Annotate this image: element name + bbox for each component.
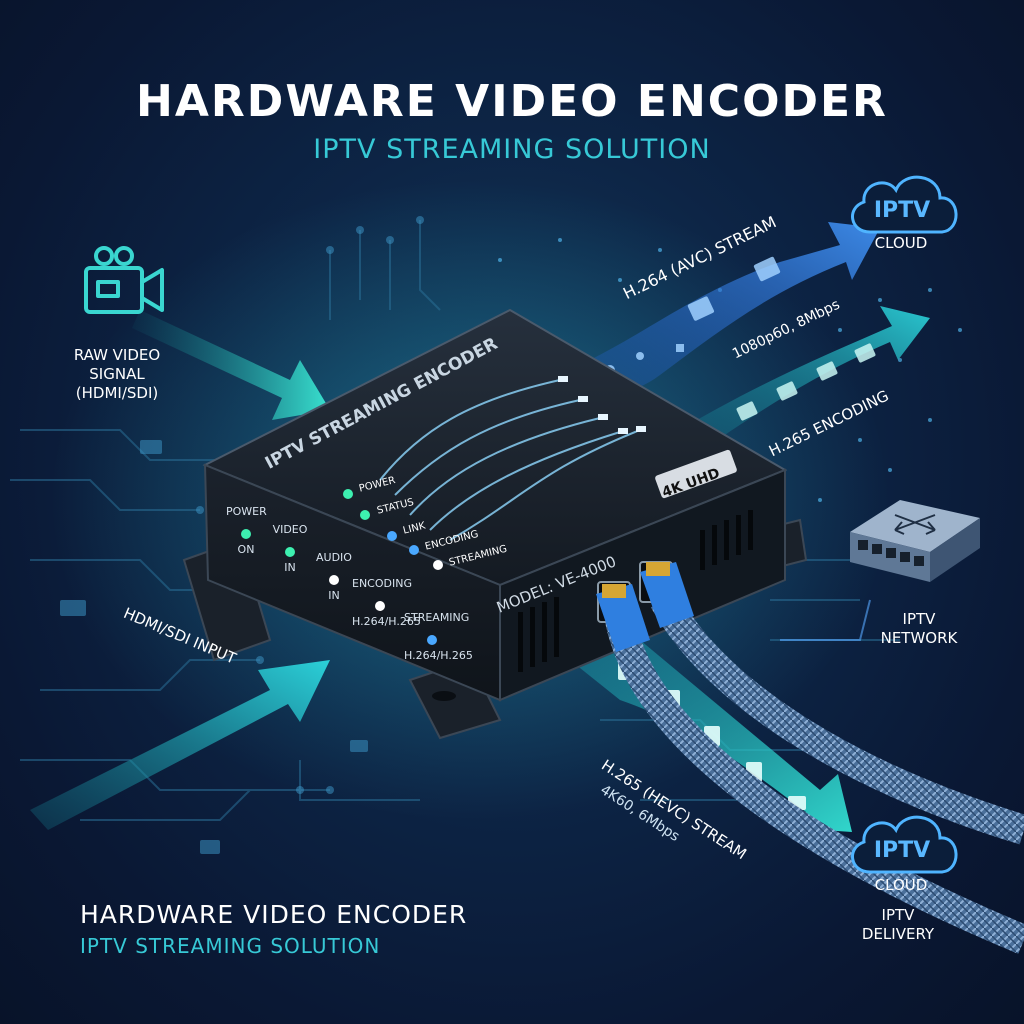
circuit-nodes bbox=[60, 216, 824, 854]
cloud-bottom-label: CLOUD bbox=[874, 876, 928, 894]
cloud-top-label: CLOUD bbox=[874, 234, 928, 252]
raw-video-arrow bbox=[132, 310, 330, 420]
iptv-network-label: IPTV NETWORK bbox=[880, 610, 958, 647]
hdmi-input-arrow bbox=[30, 660, 330, 830]
led-streaming-top bbox=[433, 560, 443, 570]
led-encoding-top bbox=[409, 545, 419, 555]
cloud-bottom-badge: IPTV bbox=[873, 838, 931, 863]
page-title: HARDWARE VIDEO ENCODER bbox=[136, 76, 888, 127]
cloud-icon bbox=[851, 175, 958, 234]
footer-title: HARDWARE VIDEO ENCODER bbox=[80, 900, 468, 929]
led-status-top bbox=[360, 510, 370, 520]
page-subtitle: IPTV STREAMING SOLUTION bbox=[313, 134, 711, 165]
footer-subtitle: IPTV STREAMING SOLUTION bbox=[80, 934, 381, 958]
led-power-front bbox=[241, 529, 251, 539]
4k-uhd-badge bbox=[655, 449, 737, 499]
cloud-top-badge: IPTV bbox=[873, 198, 931, 223]
cloud-icon bbox=[851, 815, 958, 874]
network-switch-icon bbox=[850, 500, 980, 582]
raw-video-label: RAW VIDEO SIGNAL (HDMI/SDI) bbox=[73, 346, 161, 402]
h265-encoding-band bbox=[680, 306, 930, 452]
led-streaming-front bbox=[427, 635, 437, 645]
led-encoding-front bbox=[375, 601, 385, 611]
led-audio-front bbox=[329, 575, 339, 585]
network-cables bbox=[596, 562, 1024, 954]
led-link-top bbox=[387, 531, 397, 541]
rj45-plug-icon bbox=[596, 562, 694, 652]
network-link bbox=[780, 599, 871, 641]
led-video-front bbox=[285, 547, 295, 557]
video-camera-icon bbox=[84, 246, 164, 314]
iptv-delivery-label: IPTV DELIVERY bbox=[861, 906, 935, 943]
led-power-top bbox=[343, 489, 353, 499]
